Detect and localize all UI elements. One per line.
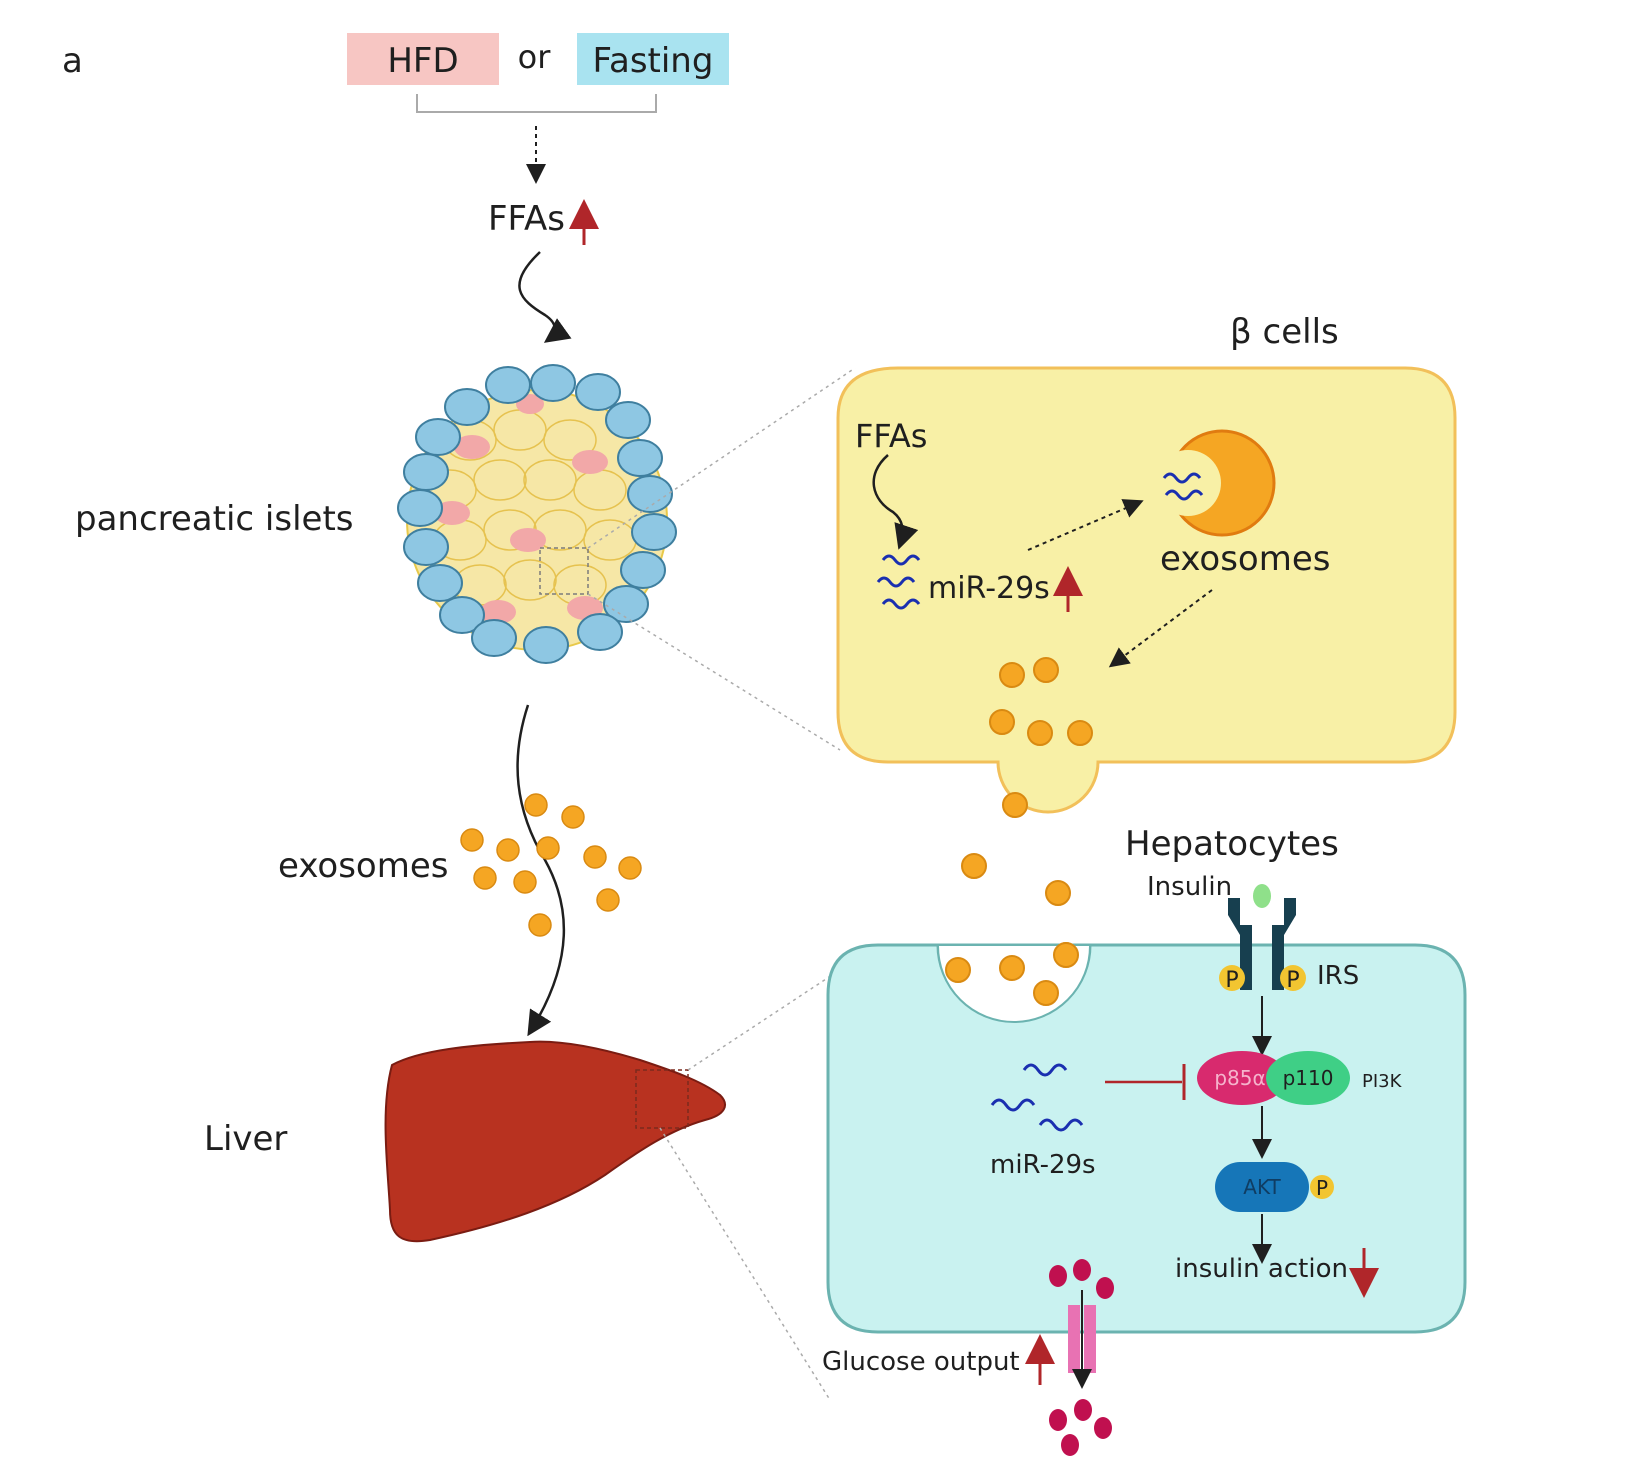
akt-label: AKT [1243,1175,1281,1199]
liver-icon [384,1040,726,1243]
or-label: or [518,38,552,76]
p85a-label: p85α [1214,1066,1265,1090]
hfd-fasting-bracket [416,94,657,113]
p-akt-label: P [1316,1176,1328,1200]
glucose-molecules-icon [1049,1259,1114,1456]
exosomes-beta-label: exosomes [1160,539,1330,579]
exosomes-left-label: exosomes [278,846,448,886]
exosome-loading-icon [1155,429,1276,537]
glucose-transporter-icon [1068,1305,1096,1373]
zoom-line-liver-top [687,949,871,1071]
beta-cells-label: β cells [1230,312,1339,352]
pancreatic-islet-icon [397,364,677,664]
glucose-output-label: Glucose output [822,1347,1020,1377]
fasting-label: Fasting [593,41,714,81]
hfd-box [347,33,499,85]
pi3k-label: PI3K [1362,1071,1403,1092]
p-right-label: P [1286,968,1299,993]
phospho-right-icon [1280,965,1306,991]
zoom-line-islet-top [587,367,856,549]
ffas-to-mirna-arrow [872,454,919,550]
liver-label: Liver [204,1119,287,1159]
mir29s-beta-label: miR-29s [928,571,1050,606]
fasting-box [577,33,729,85]
phospho-akt-icon [1310,1175,1334,1199]
beta-cell [836,366,1457,814]
exosome-uptake-cluster [945,942,1079,1006]
pancreatic-islets-label: pancreatic islets [75,499,354,539]
panel-letter: a [62,41,83,81]
mirna-beta-icon [876,554,921,610]
p-left-label: P [1225,968,1238,993]
ffas-top-label: FFAs [488,199,565,239]
mirna-hep-icon [990,1063,1084,1132]
hepatocytes-label: Hepatocytes [1125,824,1339,864]
p110-subunit [1266,1051,1350,1105]
insulin-action-label: insulin action [1175,1254,1348,1284]
zoom-line-liver-bottom [659,1127,831,1401]
insulin-receptor-icon [1228,884,1296,990]
mir29s-hep-label: miR-29s [990,1150,1096,1180]
exosome-to-secretion-arrow [1108,589,1213,668]
exosome-cluster-left [460,793,642,937]
akt-protein [1215,1162,1309,1212]
liver-zoom-box [635,1069,689,1129]
hfd-label: HFD [387,41,458,81]
p85a-subunit [1197,1051,1287,1105]
irs-label: IRS [1317,961,1359,991]
insulin-label: Insulin [1147,872,1232,902]
p110-label: p110 [1283,1066,1334,1090]
hepatocyte-cell [826,943,1467,1334]
phospho-left-icon [1219,965,1245,991]
ffas-to-islet-arrow [518,251,572,343]
ffas-beta-label: FFAs [855,417,927,455]
islet-to-liver-arrow [516,704,566,1037]
zoom-line-islet-bottom [587,593,841,751]
